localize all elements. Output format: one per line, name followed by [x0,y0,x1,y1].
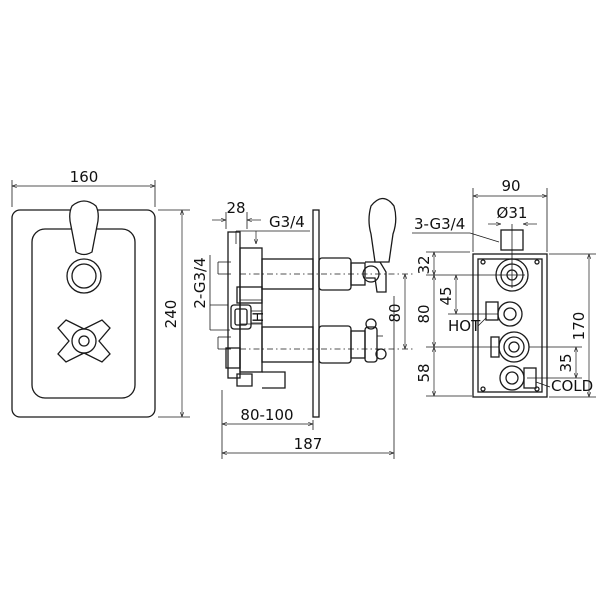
dimension-58-label: 58 [415,363,433,382]
dimension-170-label: 170 [570,312,588,341]
side-view: H 28 [191,197,415,459]
depth-range-label: 80-100 [240,406,293,424]
side-cross-handle-icon [318,318,387,364]
total-depth-label: 187 [294,435,323,453]
rear-width-label: 90 [501,177,520,195]
front-view: 160 240 [11,168,190,418]
side-wall-plate [312,209,320,418]
thread-rear-label: 3-G3/4 [414,215,465,233]
rear-mounting-frame [472,253,548,398]
hot-marking-label: H [251,312,267,323]
cross-handle-icon [57,319,111,363]
front-width-label: 160 [70,168,99,186]
cold-label: COLD [551,377,593,395]
lever-handle-icon [66,200,102,294]
valve-body: H [217,231,314,389]
side-lever-handle-icon [318,197,397,293]
dimension-80-label: 80 [415,304,433,323]
front-height-label: 240 [162,300,180,329]
thread-top-label: G3/4 [269,213,305,231]
centre-distance-label: 80 [386,303,404,322]
rear-valve-top-icon [495,258,529,292]
diameter-label: Ø31 [497,204,528,222]
dimension-35-label: 35 [557,353,575,372]
rear-view: 90 Ø31 3-G3/4 32 45 80 HOT 58 35 [412,177,596,398]
dimension-32-label: 32 [415,255,433,274]
dimension-45-label: 45 [437,286,455,305]
hot-label: HOT [448,317,481,335]
dimension-28-label: 28 [226,199,245,217]
thread-side-label: 2-G3/4 [191,257,209,308]
